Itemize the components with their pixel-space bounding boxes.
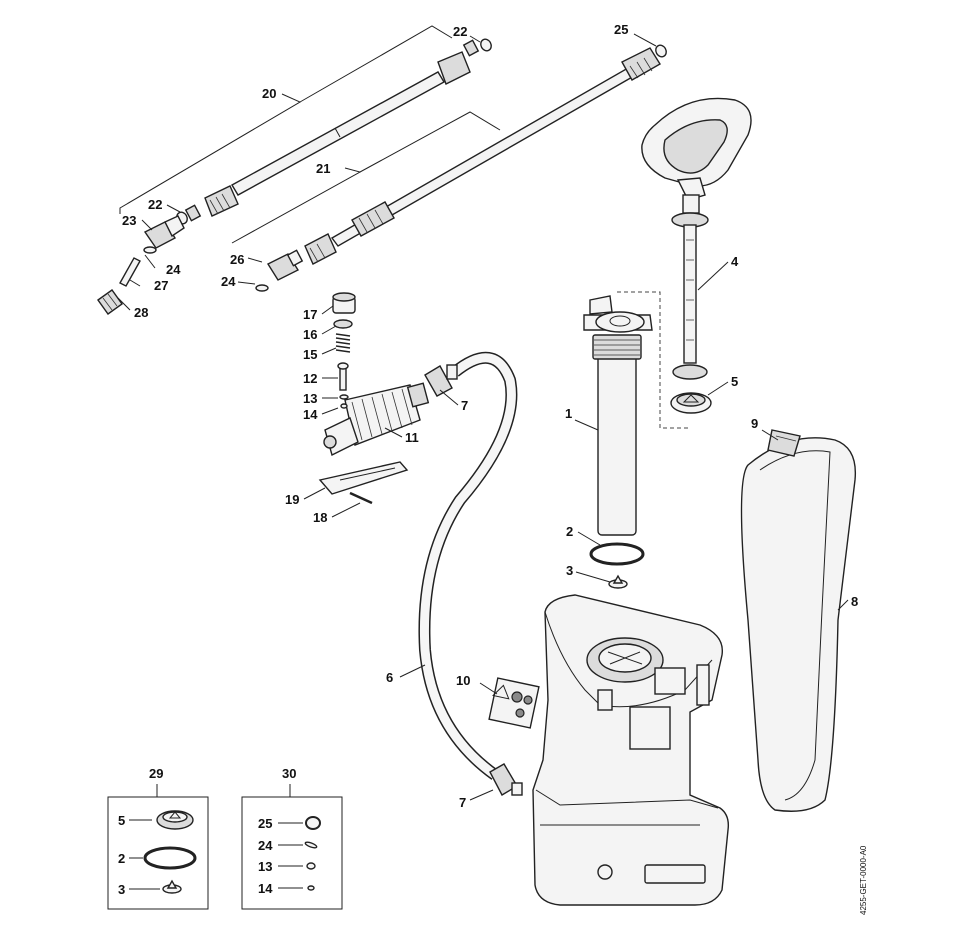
valve-spring bbox=[335, 333, 351, 353]
extension-27 bbox=[119, 257, 141, 287]
label-8: 8 bbox=[851, 594, 858, 609]
label-16: 16 bbox=[303, 327, 317, 342]
label-11: 11 bbox=[405, 430, 419, 445]
piston-seal bbox=[670, 392, 712, 414]
kit-30-item-4: 14 bbox=[258, 881, 273, 896]
label-10: 10 bbox=[456, 673, 470, 688]
valve bbox=[608, 574, 628, 589]
label-9: 9 bbox=[751, 416, 758, 431]
label-27: 27 bbox=[154, 278, 168, 293]
label-24-left: 24 bbox=[166, 262, 181, 277]
hose-nut-bottom bbox=[489, 763, 523, 796]
label-5: 5 bbox=[731, 374, 738, 389]
label-7-bottom: 7 bbox=[459, 795, 466, 810]
label-6: 6 bbox=[386, 670, 393, 685]
label-2: 2 bbox=[566, 524, 573, 539]
label-23: 23 bbox=[122, 213, 136, 228]
label-3: 3 bbox=[566, 563, 573, 578]
kit-29-item-1: 5 bbox=[118, 813, 125, 828]
kit-29-label: 29 bbox=[149, 766, 163, 781]
label-18: 18 bbox=[313, 510, 327, 525]
tank bbox=[532, 594, 730, 906]
o-ring bbox=[589, 542, 645, 566]
kit-30-item-1: 25 bbox=[258, 816, 272, 831]
label-19: 19 bbox=[285, 492, 299, 507]
label-22-left: 22 bbox=[148, 197, 162, 212]
label-21: 21 bbox=[316, 161, 330, 176]
nozzle-washer-left bbox=[176, 204, 202, 225]
label-24-right: 24 bbox=[221, 274, 236, 289]
label-17: 17 bbox=[303, 307, 317, 322]
label-7-top: 7 bbox=[461, 398, 468, 413]
nozzle-washer-top bbox=[462, 38, 492, 57]
hose-nut-top bbox=[424, 364, 458, 397]
valve-cap bbox=[332, 292, 356, 314]
hose bbox=[418, 351, 518, 780]
small-o-ring-13 bbox=[339, 394, 349, 400]
spray-tube-long bbox=[304, 47, 661, 265]
label-13: 13 bbox=[303, 391, 317, 406]
label-1: 1 bbox=[565, 406, 572, 421]
pin bbox=[349, 491, 373, 505]
kit-29-item-2: 2 bbox=[118, 851, 125, 866]
label-28: 28 bbox=[134, 305, 148, 320]
assembly-bracket bbox=[617, 291, 690, 429]
spray-tube-short bbox=[204, 51, 471, 217]
nozzle-23 bbox=[143, 215, 185, 254]
label-14: 14 bbox=[303, 407, 318, 422]
label-20: 20 bbox=[262, 86, 276, 101]
nozzle-26 bbox=[255, 249, 304, 292]
label-26: 26 bbox=[230, 252, 244, 267]
nozzle-washer-25 bbox=[655, 44, 667, 58]
carrying-strap bbox=[740, 437, 857, 812]
kit-30-box: 30 25 24 13 14 bbox=[241, 766, 343, 910]
shut-off-valve bbox=[323, 382, 430, 457]
valve-stem bbox=[337, 362, 349, 391]
kit-30-item-3: 13 bbox=[258, 859, 272, 874]
label-15: 15 bbox=[303, 347, 317, 362]
pump-cylinder bbox=[583, 295, 653, 536]
label-22-top: 22 bbox=[453, 24, 467, 39]
part-labels: 1 2 3 4 5 6 7 7 8 9 10 11 12 13 14 15 16… bbox=[122, 22, 858, 810]
label-25: 25 bbox=[614, 22, 628, 37]
trigger-lever bbox=[318, 461, 409, 495]
strap-buckle bbox=[767, 429, 801, 457]
kit-30-label: 30 bbox=[282, 766, 296, 781]
drawing-code: 4255-GET-0000-A0 bbox=[859, 845, 868, 915]
kit-29-box: 29 5 2 3 bbox=[107, 766, 209, 910]
nozzle-28 bbox=[97, 289, 123, 315]
valve-washer bbox=[333, 319, 353, 329]
small-o-ring-14 bbox=[340, 403, 348, 409]
leader-lines bbox=[117, 25, 849, 801]
warning-label bbox=[488, 677, 540, 729]
label-4: 4 bbox=[731, 254, 739, 269]
kit-30-item-2: 24 bbox=[258, 838, 273, 853]
label-12: 12 bbox=[303, 371, 317, 386]
kit-29-item-3: 3 bbox=[118, 882, 125, 897]
pump-handle-piston bbox=[641, 97, 752, 380]
